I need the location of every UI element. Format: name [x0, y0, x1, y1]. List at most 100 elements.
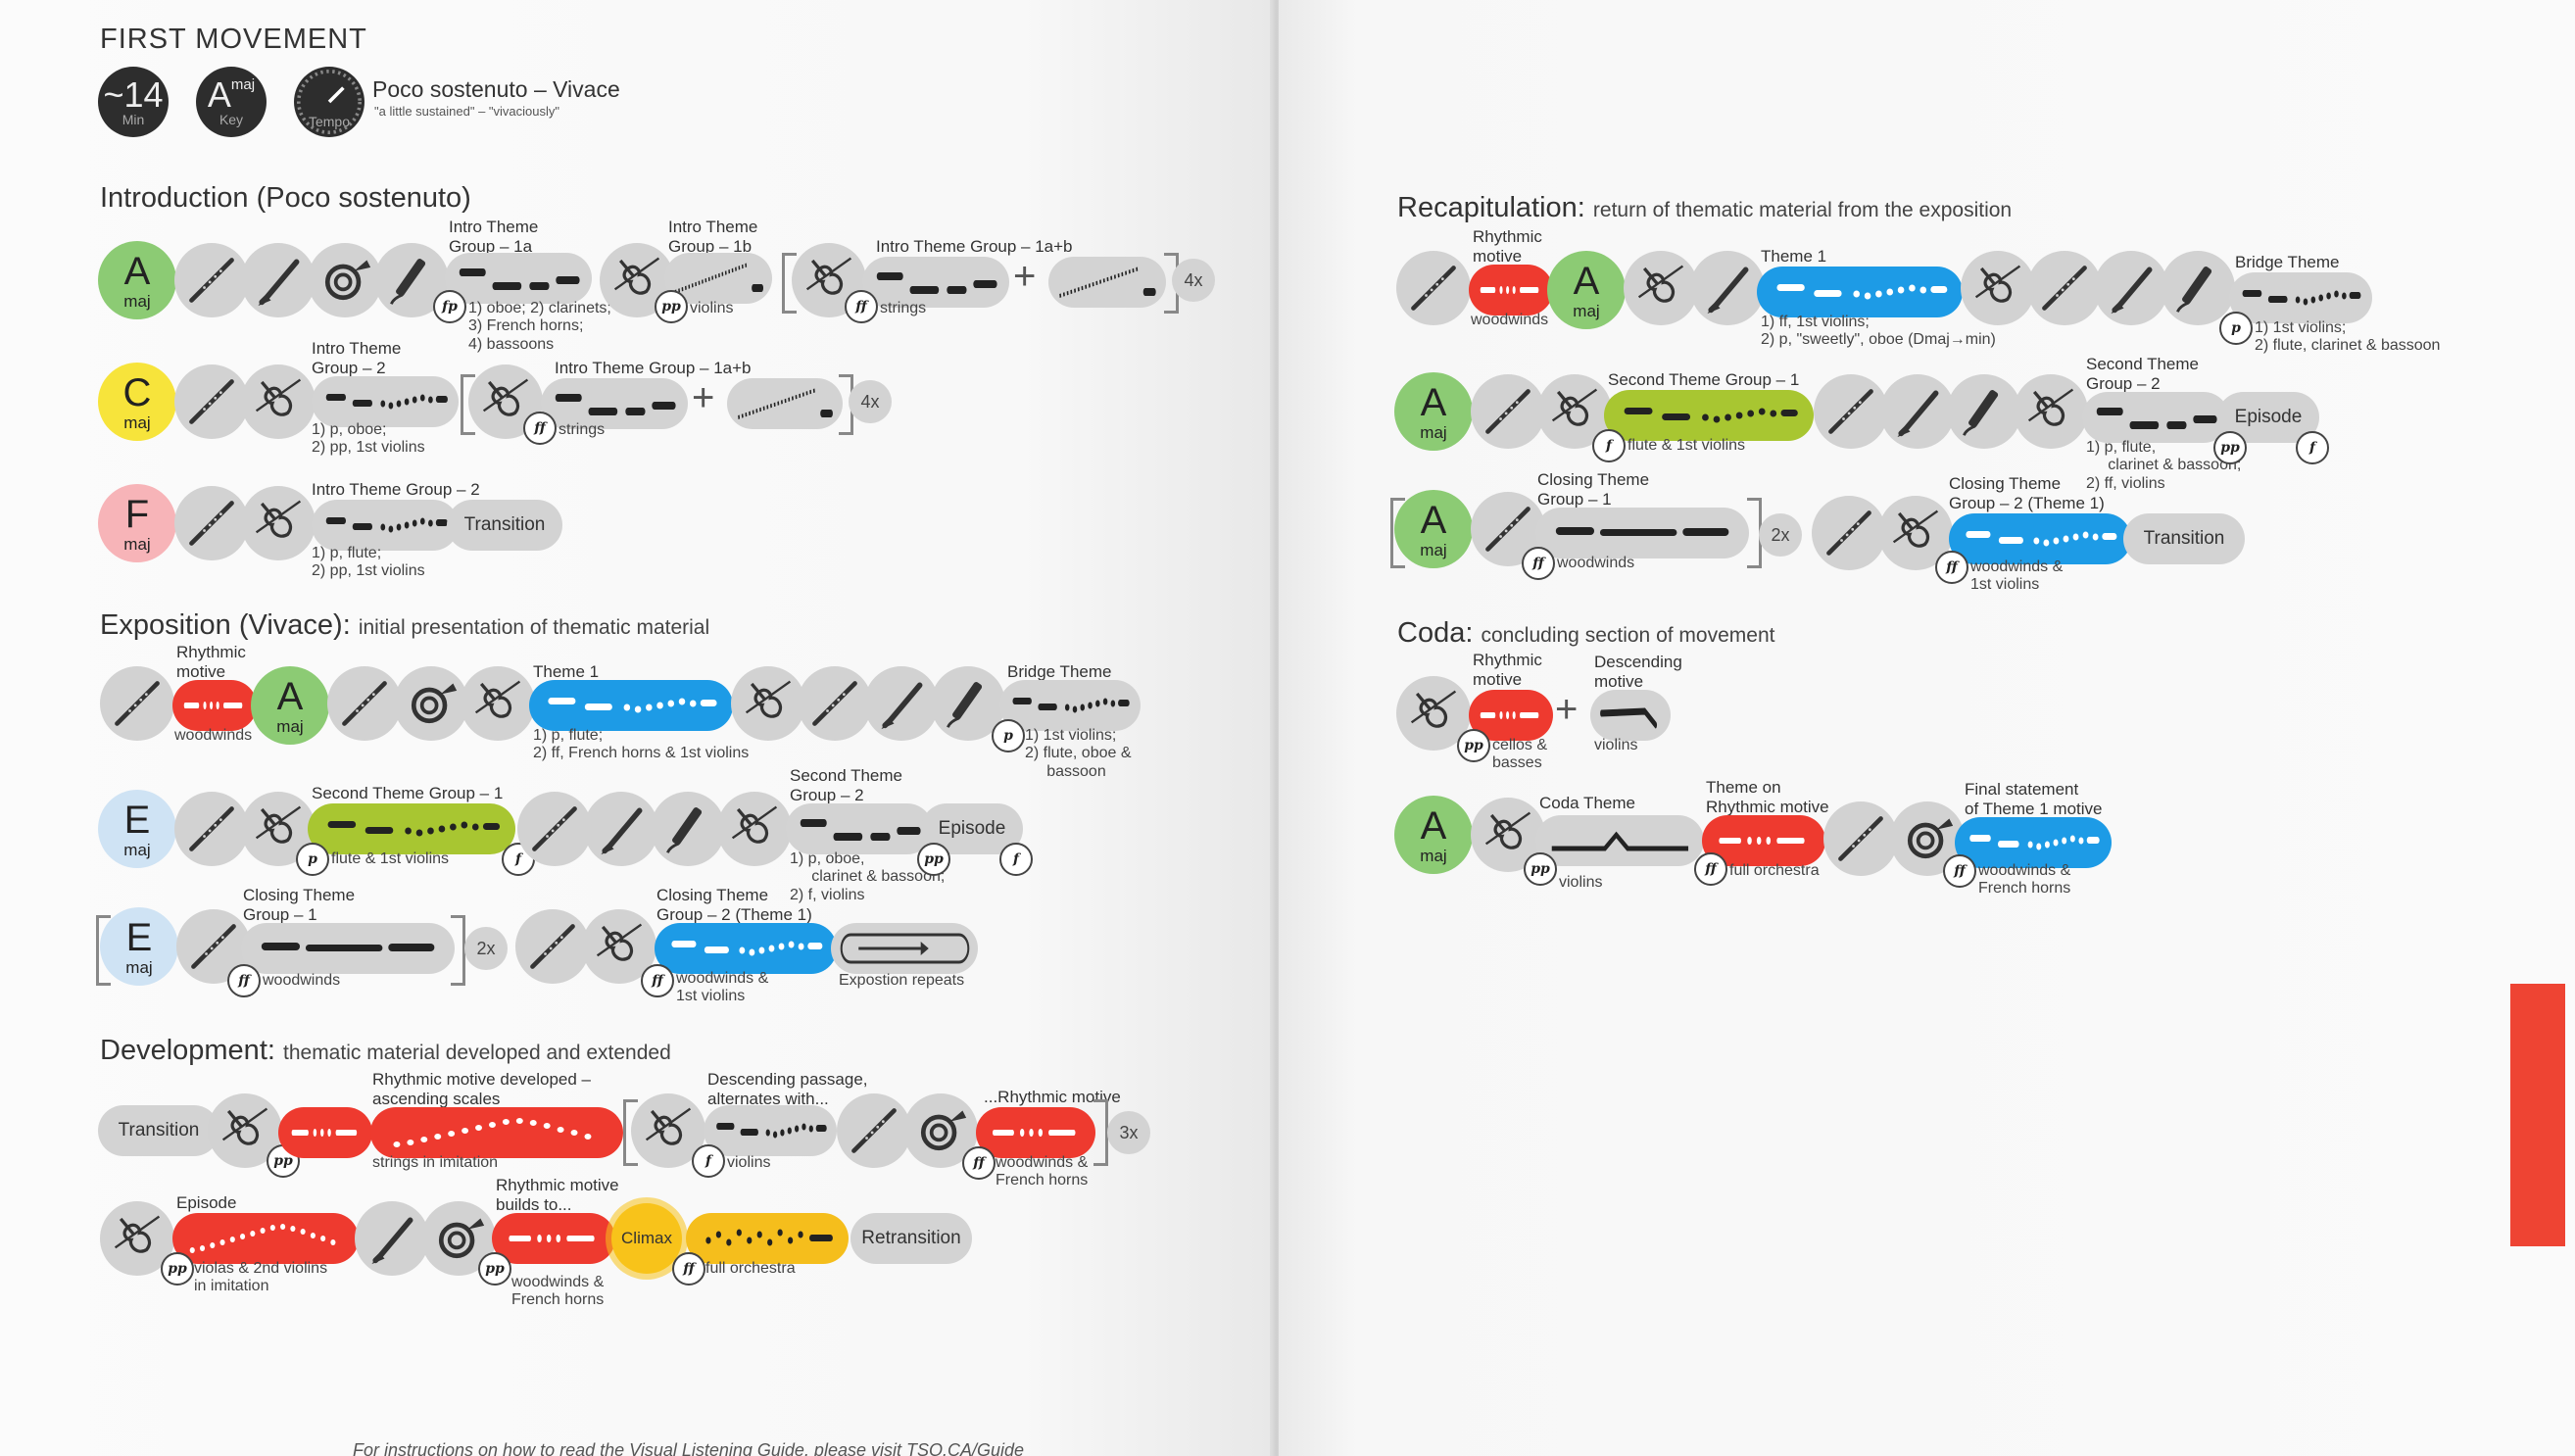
recap-title: Recapitulation: return of thematic mater… [1397, 192, 2013, 223]
episode-pill [172, 1213, 359, 1264]
french-horn-icon [404, 676, 459, 731]
flute-icon [186, 919, 241, 974]
oboe-circle [584, 792, 658, 866]
french-horn-icon [431, 1211, 486, 1266]
flute-icon [184, 253, 239, 308]
oboe-icon [874, 676, 929, 731]
bridge-theme-pill [999, 680, 1141, 731]
intro-g2-pill [312, 376, 459, 427]
bassoon-icon [384, 253, 439, 308]
recap-stg1-note: flute & 1st violins [1628, 437, 1746, 454]
second-theme-pill [1604, 390, 1814, 441]
coda-theme-label: Coda Theme [1539, 794, 1635, 812]
coda-final-label: Final statement of Theme 1 motive [1965, 780, 2103, 818]
flute-icon [337, 676, 392, 731]
dynamic-marking: fp [433, 290, 466, 323]
intro-g1b-note: violins [690, 300, 734, 316]
repeat-count: 4x [1172, 259, 1215, 302]
descending-passage-pill [704, 1105, 837, 1156]
melody-icon [1594, 696, 1667, 735]
violin-icon [727, 801, 782, 856]
violin-circle [731, 666, 805, 741]
tempo-translation: "a little sustained" – "vivaciously" [374, 104, 559, 119]
melody-icon [1958, 519, 2121, 558]
intro-r3-g2-label: Intro Theme Group – 2 [312, 480, 480, 499]
closing-theme-pill [1535, 508, 1749, 558]
dynamic-marking: pp [2213, 431, 2247, 464]
dynamic-marking: pp [1457, 729, 1490, 762]
melody-icon [733, 384, 837, 423]
dev-asc-label: Rhythmic motive developed – ascending sc… [372, 1070, 592, 1108]
dynamic-marking: ff [1935, 551, 1968, 584]
dev-full-note: full orchestra [705, 1260, 796, 1277]
flute-circle [1471, 374, 1545, 449]
plus-sign: + [1013, 255, 1037, 298]
french-horn-icon [913, 1103, 968, 1158]
rhythmic-builds-pill [492, 1213, 615, 1264]
flute-icon [1833, 811, 1888, 866]
recap-theme1-label: Theme 1 [1761, 247, 1827, 266]
flute-circle [1823, 801, 1898, 876]
movement-title: FIRST MOVEMENT [100, 24, 367, 55]
melody-icon [176, 686, 252, 725]
recap-stg2-label: Second Theme Group – 2 [2086, 355, 2199, 393]
expo-stg2-note: 1) p, oboe, clarinet & bassoon; 2) f, vi… [790, 850, 946, 903]
dev-rhythm-note: woodwinds & French horns [996, 1154, 1089, 1189]
oboe-icon [251, 253, 306, 308]
transition-pill: Transition [2123, 513, 2245, 564]
melody-icon [1615, 396, 1804, 435]
dynamic-marking: p [296, 843, 329, 876]
intro-r3-g2-note: 1) p, flute; 2) pp, 1st violins [312, 545, 425, 580]
melody-icon [283, 1113, 367, 1152]
oboe-circle [355, 1201, 429, 1276]
recap-rhythmic-note: woodwinds [1471, 312, 1549, 328]
violin-icon [1547, 384, 1602, 439]
bassoon-icon [1957, 384, 2012, 439]
tempo-text: Poco sostenuto – Vivace [372, 76, 620, 102]
melody-icon [1544, 821, 1696, 860]
melody-icon [182, 1219, 350, 1258]
oboe-icon [364, 1211, 419, 1266]
recap-theme1-note: 1) ff, 1st violins; 2) p, "sweetly", obo… [1761, 314, 1996, 349]
transition-pill: Transition [447, 500, 562, 551]
coda-theme-on-note: full orchestra [1729, 862, 1820, 879]
coda-desc-note: violins [1594, 737, 1638, 753]
flute-circle [174, 792, 249, 866]
violin-icon [1888, 506, 1943, 560]
flute-circle [174, 364, 249, 439]
melody-icon [2090, 398, 2222, 437]
dynamic-marking: ff [1694, 852, 1727, 886]
dynamic-marking: ff [1943, 854, 1976, 888]
intro-g1ab-pill-a [862, 257, 1009, 308]
expo-rhythmic-label: Rhythmic motive [176, 643, 246, 681]
closing-theme2-pill [1949, 513, 2131, 564]
development-title: Development: thematic material developed… [100, 1035, 671, 1066]
repeat-count: 3x [1107, 1111, 1150, 1154]
key-badge: Amaj Key [196, 67, 267, 137]
melody-icon [318, 809, 506, 849]
theme1-pill [529, 680, 733, 731]
melody-icon [710, 1111, 830, 1150]
expo-theme1-note: 1) p, flute; 2) ff, French horns & 1st v… [533, 727, 750, 762]
violin-icon [741, 676, 796, 731]
violin-icon [251, 801, 306, 856]
flute-icon [1823, 384, 1878, 439]
rhythmic-motive-pill [976, 1107, 1095, 1158]
exposition-title: Exposition (Vivace): initial presentatio… [100, 609, 710, 641]
expo-ctg2-note: woodwinds & 1st violins [676, 970, 769, 1005]
melody-icon [453, 259, 585, 298]
flute-circle [100, 666, 174, 741]
closing-theme-pill [241, 923, 455, 974]
dynamic-marking: pp [267, 1144, 300, 1178]
repeat-count: 2x [1759, 513, 1802, 557]
recap-ctg2-note: woodwinds & 1st violins [1970, 558, 2064, 594]
coda-rhythmic-note: cellos & basses [1492, 737, 1548, 772]
dev-episode-note: violas & 2nd violins in imitation [194, 1260, 328, 1295]
flute-circle [515, 909, 590, 984]
plus-sign: + [1555, 688, 1579, 731]
violin-icon [251, 374, 306, 429]
coda-theme-on-label: Theme on Rhythmic motive [1706, 778, 1829, 816]
